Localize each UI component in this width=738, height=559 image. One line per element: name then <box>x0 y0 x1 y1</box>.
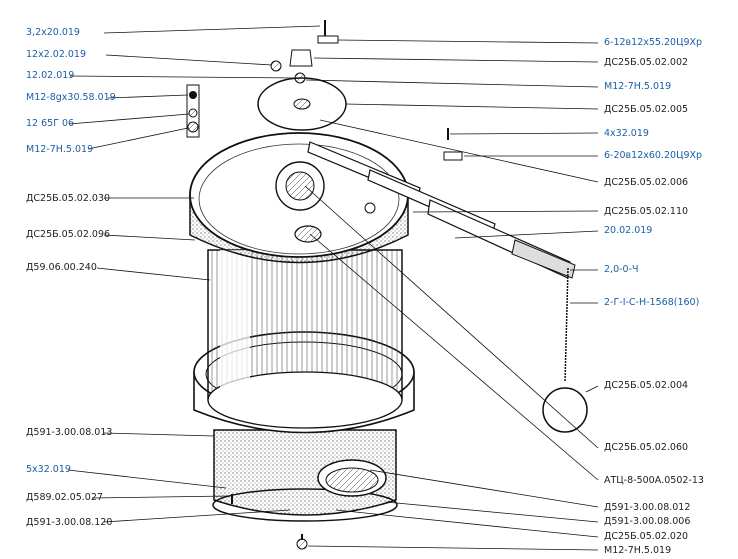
part-label: Д591-3.00.08.012 <box>604 502 691 513</box>
fasteners <box>186 20 463 550</box>
part-label: ДС25Б.05.02.020 <box>604 531 689 542</box>
lever-arms <box>307 141 576 279</box>
cap-plate <box>257 77 347 131</box>
part-label: ДС25Б.05.02.030 <box>26 193 111 204</box>
leader-lines <box>67 25 599 551</box>
part-label[interactable]: 12x2.02.019 <box>26 49 87 60</box>
part-label: Д591-3.00.08.013 <box>26 427 113 438</box>
part-label[interactable]: М12-7Н.5.019 <box>26 144 94 155</box>
part-label: ДС25Б.05.02.004 <box>604 380 689 391</box>
cylinder-body <box>207 249 403 429</box>
part-label[interactable]: 3,2x20.019 <box>26 27 80 38</box>
part-label: ДС25Б.05.02.006 <box>604 177 689 188</box>
part-label[interactable]: 6-12в12x55.20Ц9Хр <box>604 37 703 48</box>
part-label: Д591-3.00.08.006 <box>604 516 691 527</box>
part-label: Д589.02.05.027 <box>26 492 103 503</box>
part-label[interactable]: М12-7Н.5.019 <box>604 81 672 92</box>
part-label[interactable]: 6-20в12x60.20Ц9Хр <box>604 150 703 161</box>
base-housing <box>212 429 398 522</box>
part-label[interactable]: 5x32.019 <box>26 464 71 475</box>
chain-ring <box>542 267 588 433</box>
part-label[interactable]: 12.02.019 <box>26 70 75 81</box>
part-label: ДС25Б.05.02.060 <box>604 442 689 453</box>
part-label: АТЦ-8-500А.0502-13 <box>604 475 704 486</box>
top-drum <box>189 132 409 264</box>
part-label: ДС25Б.05.02.005 <box>604 104 689 115</box>
part-label: ДС25Б.05.02.096 <box>26 229 111 240</box>
part-label[interactable]: 4x32.019 <box>604 128 649 139</box>
part-label[interactable]: 2,0-0-Ч <box>604 264 639 275</box>
part-label: Д591-3.00.08.120 <box>26 517 113 528</box>
part-label: ДС25Б.05.02.002 <box>604 57 689 68</box>
part-label[interactable]: 12 65Г 06 <box>26 118 75 129</box>
part-label[interactable]: М12-8gx30.58.019 <box>26 92 116 103</box>
part-label: М12-7Н.5.019 <box>604 545 672 556</box>
part-label[interactable]: 2-Г-I-С-Н-1568(160) <box>604 297 700 308</box>
part-label: ДС25Б.05.02.110 <box>604 206 689 217</box>
part-label: Д59.06.00.240 <box>26 262 97 273</box>
part-label[interactable]: 20.02.019 <box>604 225 653 236</box>
